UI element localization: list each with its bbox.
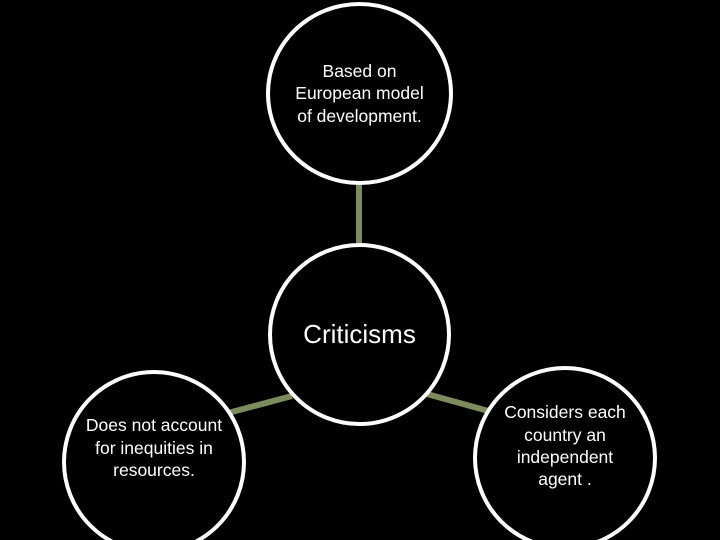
node-label-criticisms: Criticisms <box>303 318 416 349</box>
node-label-independent-agent: Considers each country an independent ag… <box>504 402 626 490</box>
node-criticism-inequities[interactable]: Does not account for inequities in resou… <box>62 370 246 540</box>
node-criticism-independent-agent[interactable]: Considers each country an independent ag… <box>473 366 657 540</box>
node-criticism-european-model[interactable]: Based on European model of development. <box>266 2 453 185</box>
node-label-european-model: Based on European model of development. <box>295 60 424 126</box>
node-label-inequities: Does not account for inequities in resou… <box>85 415 223 481</box>
node-hub-criticisms[interactable]: Criticisms <box>268 243 451 426</box>
connector-hub-to-bottom-right <box>426 391 493 415</box>
connector-hub-to-bottom-left <box>227 393 293 416</box>
